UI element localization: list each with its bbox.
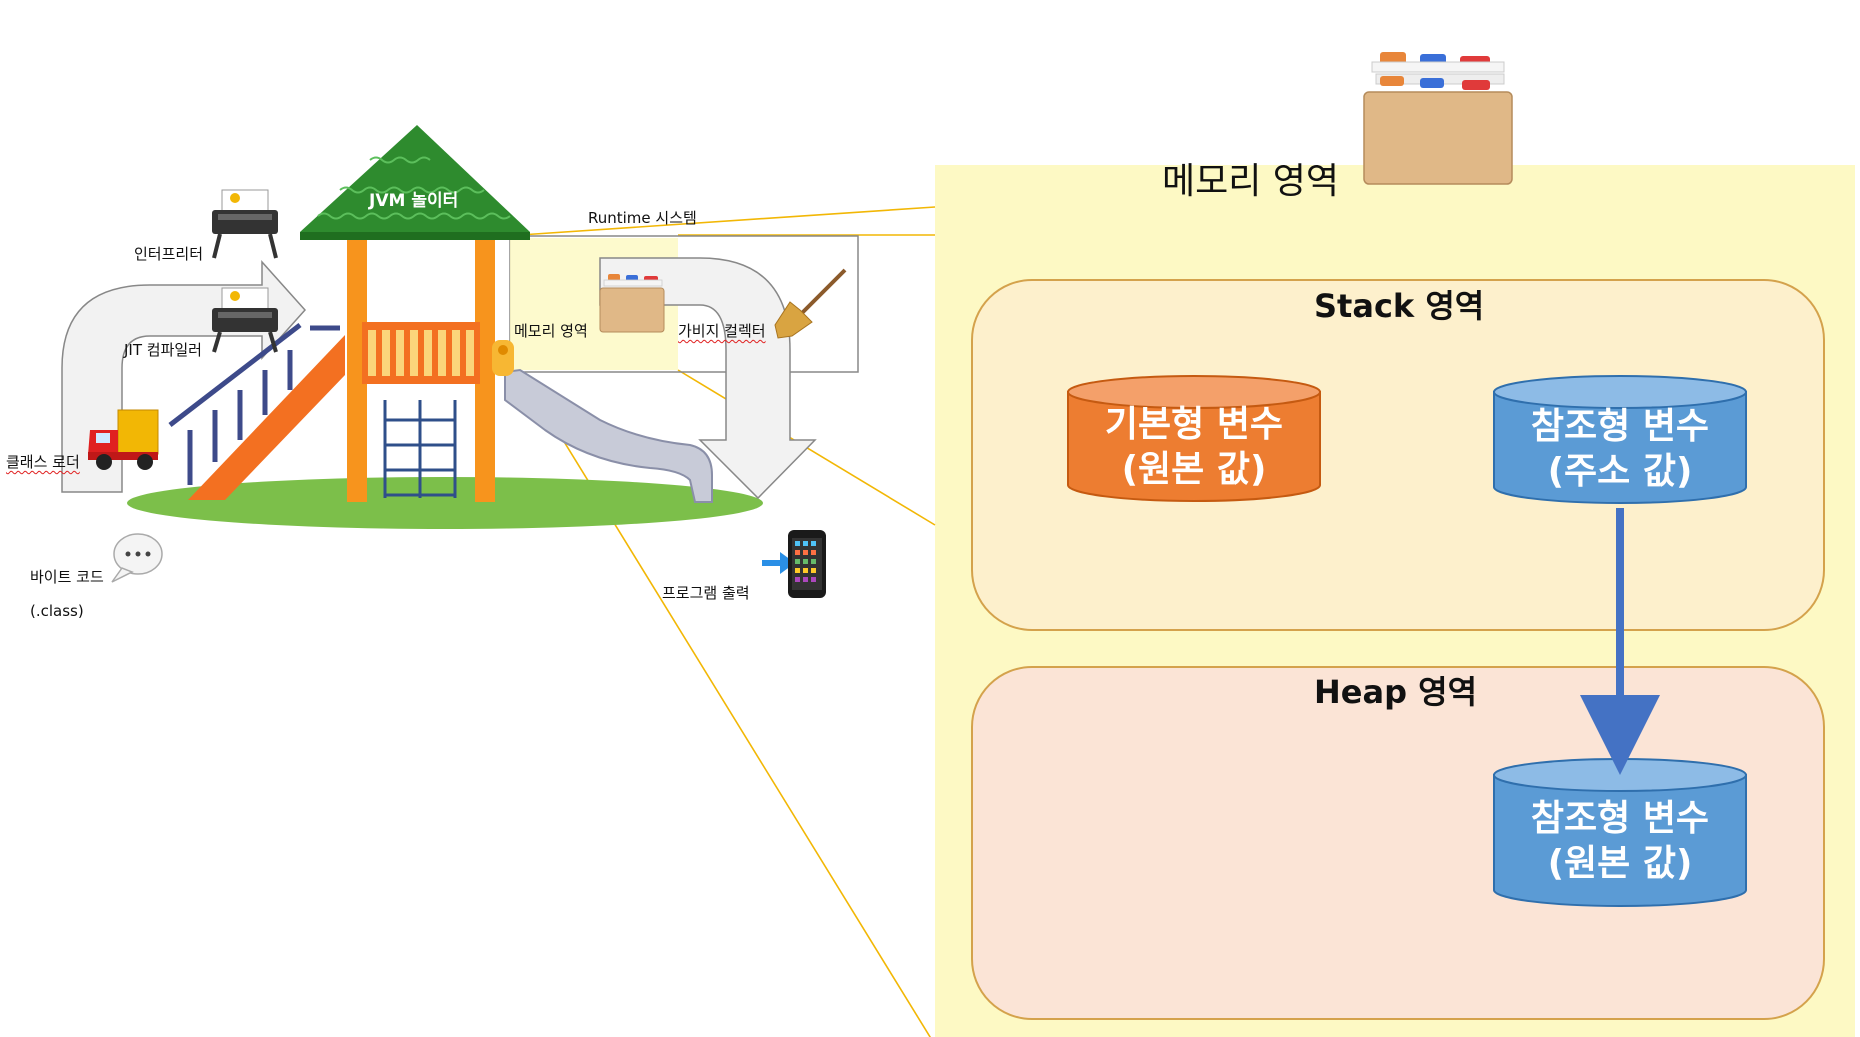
bytecode-label: 바이트 코드 (30, 568, 104, 586)
runtime-system-label: Runtime 시스템 (588, 209, 697, 227)
slide (504, 368, 713, 503)
stack-reference-line1: 참조형 변수 (1530, 406, 1710, 447)
heap-reference-line1: 참조형 변수 (1530, 798, 1710, 839)
bytecode-class-label: (.class) (30, 602, 84, 620)
flow-arrow-right (599, 257, 817, 500)
stack-reference-text: 참조형 변수 (주소 값) (1494, 404, 1746, 494)
grass (127, 477, 763, 529)
primitive-variable-line1: 기본형 변수 (1104, 404, 1284, 445)
stack-reference-line2: (주소 값) (1547, 451, 1693, 492)
mobile-arrow-icon (762, 530, 826, 598)
heap-reference-line2: (원본 값) (1547, 843, 1693, 884)
speech-bubble-icon (111, 533, 163, 583)
heap-reference-cylinder (1493, 758, 1747, 907)
jit-compiler-label: JIT 컴파일러 (124, 341, 202, 359)
memory-panel-title: 메모리 영역 (1162, 161, 1340, 202)
stack-reference-cylinder (1493, 375, 1747, 504)
jvm-playground-label: JVM 놀이터 (369, 191, 459, 211)
heap-region-title: Heap 영역 (1314, 673, 1478, 711)
primitive-variable-text: 기본형 변수 (원본 값) (1068, 402, 1320, 492)
broom-icon (774, 268, 847, 339)
class-loader-label: 클래스 로더 (6, 453, 80, 471)
stack-region (971, 279, 1825, 631)
playground-roof (300, 125, 530, 240)
stack-region-title: Stack 영역 (1314, 287, 1485, 325)
interpreter-label: 인터프리터 (134, 245, 204, 263)
card-file-box-icon (599, 274, 665, 333)
printer-icon (212, 189, 278, 259)
program-output-label: 프로그램 출력 (662, 584, 750, 602)
runtime-memory-area-label: 메모리 영역 (514, 322, 588, 340)
primitive-variable-cylinder (1067, 375, 1321, 502)
truck-icon (88, 409, 159, 470)
stairs (168, 323, 345, 500)
printer-icon (212, 287, 278, 353)
card-file-box-icon (1363, 52, 1513, 185)
garbage-collector-label: 가비지 컬렉터 (678, 322, 766, 340)
playground-tower (347, 232, 514, 502)
primitive-variable-line2: (원본 값) (1121, 449, 1267, 490)
heap-reference-text: 참조형 변수 (원본 값) (1494, 796, 1746, 886)
